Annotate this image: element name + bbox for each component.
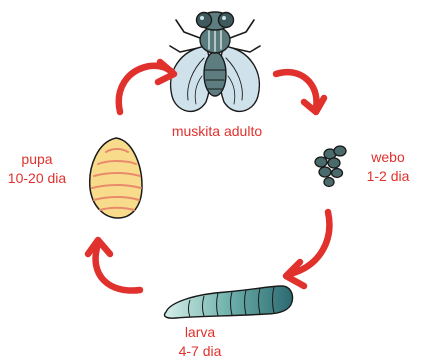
pupa-icon	[90, 138, 142, 218]
arrow-egg-to-larva	[286, 212, 329, 286]
eggs-icon	[315, 146, 346, 187]
larva-duration: 4-7 dia	[160, 342, 240, 361]
pupa-duration: 10-20 dia	[0, 169, 74, 188]
label-adult: muskita adulto	[150, 122, 284, 141]
pupa-name: pupa	[0, 150, 74, 169]
label-pupa: pupa 10-20 dia	[0, 150, 74, 188]
fly-icon	[170, 12, 260, 111]
label-egg: webo 1-2 dia	[348, 148, 428, 186]
larva-icon	[164, 286, 292, 318]
arrow-pupa-to-adult	[119, 62, 174, 112]
arrow-larva-to-pupa	[88, 240, 140, 291]
label-larva: larva 4-7 dia	[160, 323, 240, 361]
adult-name: muskita adulto	[150, 122, 284, 141]
arrow-adult-to-egg	[276, 72, 324, 112]
egg-name: webo	[348, 148, 428, 167]
larva-name: larva	[160, 323, 240, 342]
egg-duration: 1-2 dia	[348, 167, 428, 186]
